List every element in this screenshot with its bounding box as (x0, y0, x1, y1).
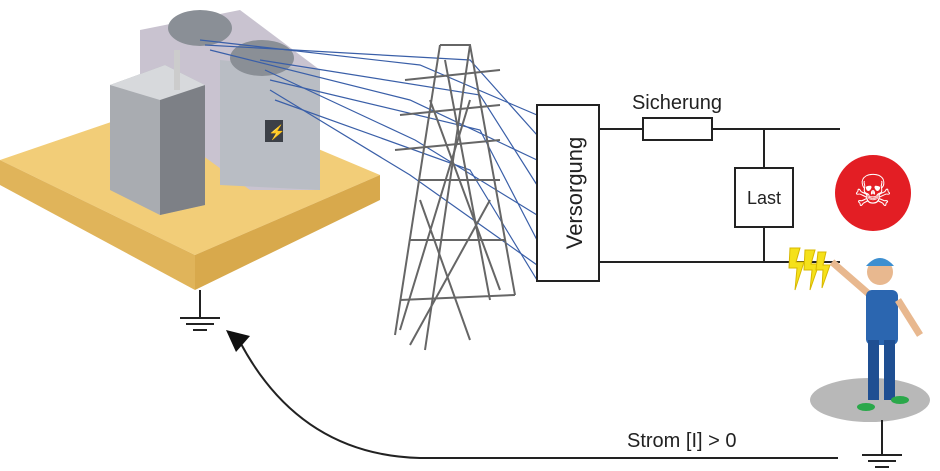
ground-symbol-icon (180, 290, 220, 331)
skull-crossbones-icon: ☠ (835, 155, 911, 231)
supply-label: Versorgung (562, 137, 587, 250)
load-box (734, 167, 794, 228)
load-label: Last (747, 188, 781, 208)
ground-symbol-icon (862, 420, 902, 468)
svg-text:⚡: ⚡ (268, 124, 285, 141)
worker-figure (810, 258, 930, 422)
power-plant-illustration: ⚡ (0, 10, 380, 290)
fuse-label: Sicherung (632, 92, 722, 114)
supply-box (536, 104, 600, 282)
transmission-tower-icon (394, 44, 516, 351)
arrow-icon (226, 330, 838, 459)
lightning-icon (788, 247, 831, 291)
fuse-symbol (642, 117, 713, 141)
svg-text:☠: ☠ (853, 167, 892, 216)
current-label: Strom [I] > 0 (627, 430, 736, 452)
